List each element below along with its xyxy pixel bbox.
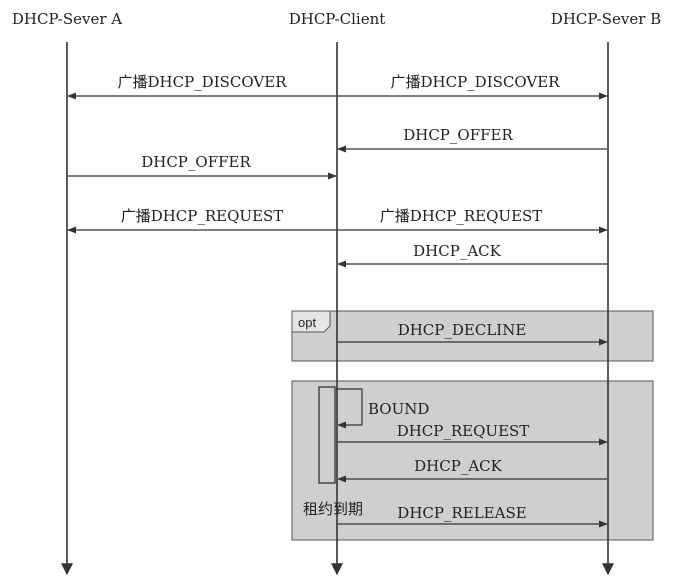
message-offer-b: DHCP_OFFER — [337, 126, 607, 153]
renew-ack-label: DHCP_ACK — [414, 457, 502, 475]
bound-label: BOUND — [368, 400, 429, 418]
offer-b-label: DHCP_OFFER — [403, 126, 513, 144]
ack-b-label: DHCP_ACK — [413, 242, 501, 260]
release-label: DHCP_RELEASE — [397, 504, 526, 522]
opt-label: opt — [298, 315, 316, 330]
renew-request-label: DHCP_REQUEST — [397, 422, 530, 440]
message-bound: BOUND — [336, 388, 429, 429]
message-discover: 广播DHCP_DISCOVER 广播DHCP_DISCOVER — [67, 73, 608, 100]
participant-server-b: DHCP-Sever B — [551, 10, 661, 28]
discover-a-label: 广播DHCP_DISCOVER — [118, 73, 288, 91]
lifelines — [61, 42, 614, 576]
message-ack-b: DHCP_ACK — [337, 242, 607, 268]
offer-a-label: DHCP_OFFER — [141, 153, 251, 171]
message-request: 广播DHCP_REQUEST 广播DHCP_REQUEST — [67, 207, 608, 234]
message-decline: DHCP_DECLINE — [338, 321, 608, 346]
decline-label: DHCP_DECLINE — [398, 321, 527, 339]
message-renew-request: DHCP_REQUEST — [338, 422, 608, 446]
opt-fragment: opt — [291, 310, 654, 362]
activation-bar — [318, 386, 336, 484]
participant-client: DHCP-Client — [289, 10, 386, 28]
lease-fragment — [291, 380, 654, 541]
message-release: DHCP_RELEASE — [338, 504, 608, 528]
lease-expire-label: 租约到期 — [303, 500, 363, 518]
message-renew-ack: DHCP_ACK — [337, 457, 607, 483]
request-b-label: 广播DHCP_REQUEST — [380, 207, 543, 225]
message-offer-a: DHCP_OFFER — [68, 153, 337, 180]
request-a-label: 广播DHCP_REQUEST — [121, 207, 284, 225]
participant-server-a: DHCP-Sever A — [12, 10, 122, 28]
discover-b-label: 广播DHCP_DISCOVER — [391, 73, 561, 91]
